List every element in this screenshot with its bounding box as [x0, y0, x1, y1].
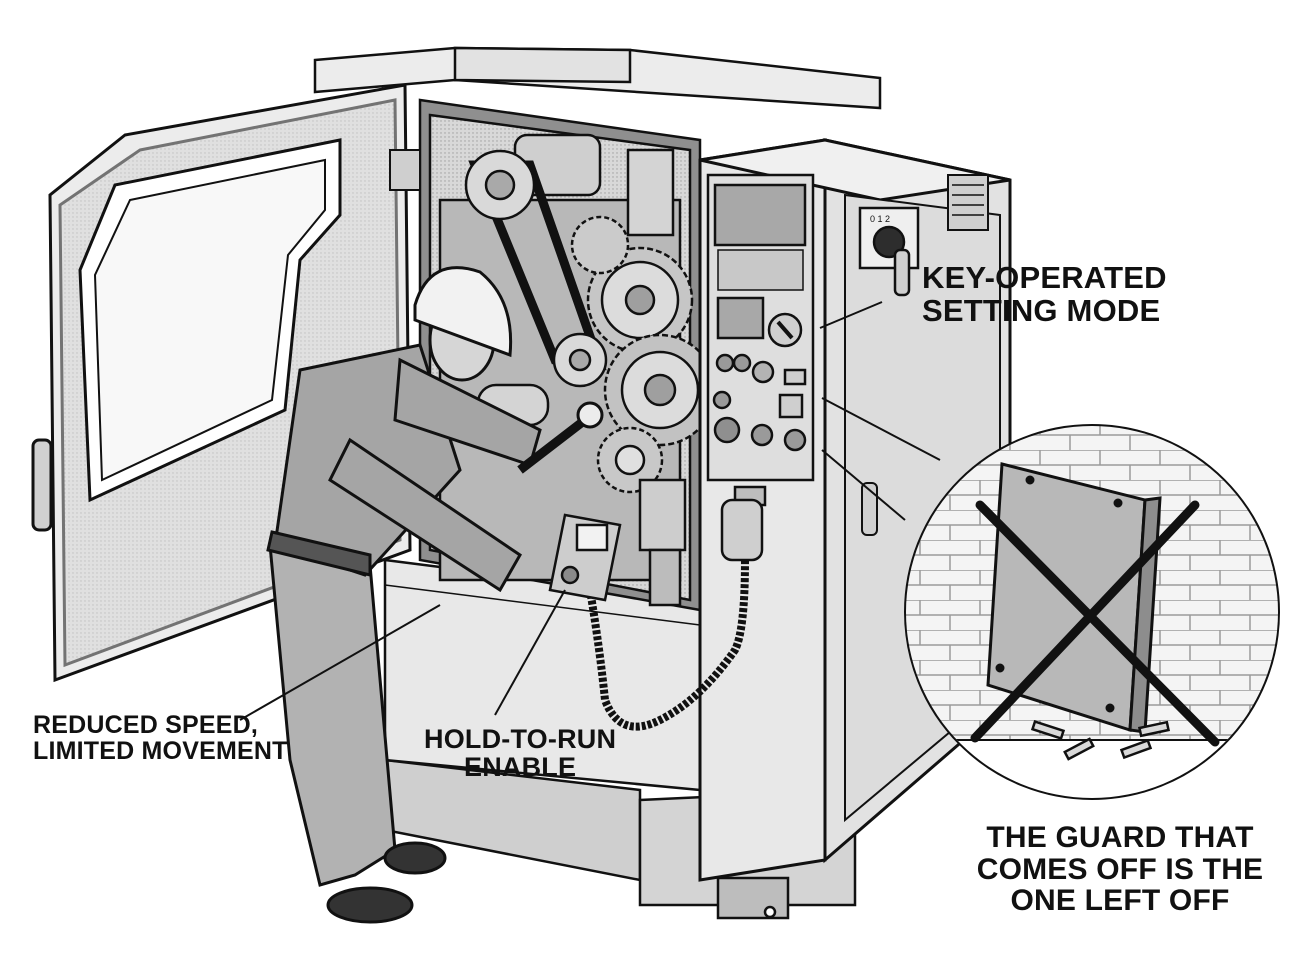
worker [266, 266, 604, 924]
speed-line-1: REDUCED SPEED, [33, 711, 259, 739]
handheld-pendant [548, 513, 622, 602]
key-switch: 0 1 2 [858, 206, 920, 297]
pendant-cable [586, 559, 749, 731]
leader-lines [239, 301, 941, 721]
speed-line-2: LIMITED MOVEMENT [33, 737, 288, 766]
guard-line-2: COMES OFF IS THE [976, 852, 1264, 886]
guard-line-1: THE GUARD THAT [986, 821, 1254, 854]
control-panel [706, 173, 815, 482]
machine-housing [313, 46, 882, 792]
inset-circle [904, 424, 1280, 800]
hold-line-1: HOLD-TO-RUN [424, 724, 617, 754]
gear-mechanism [438, 133, 717, 607]
wall-pendant [720, 485, 767, 562]
guard-caption: THE GUARD THAT COMES OFF IS THE ONE LEFT… [960, 822, 1280, 917]
loose-bolts [1030, 719, 1171, 761]
svg-text:0 1 2: 0 1 2 [870, 214, 890, 224]
key-mode-line-2: SETTING MODE [922, 292, 1161, 328]
cross-out-mark [970, 500, 1220, 747]
key-operated-setting-mode-label: KEY-OPERATED SETTING MODE [922, 260, 1167, 328]
hold-line-2: ENABLE [463, 752, 577, 783]
guard-line-3: ONE LEFT OFF [1010, 884, 1230, 917]
key-mode-line-1: KEY-OPERATED [922, 260, 1167, 295]
reduced-speed-label: REDUCED SPEED, LIMITED MOVEMENT [33, 712, 288, 765]
hold-to-run-label: HOLD-TO-RUN ENABLE [424, 725, 616, 782]
